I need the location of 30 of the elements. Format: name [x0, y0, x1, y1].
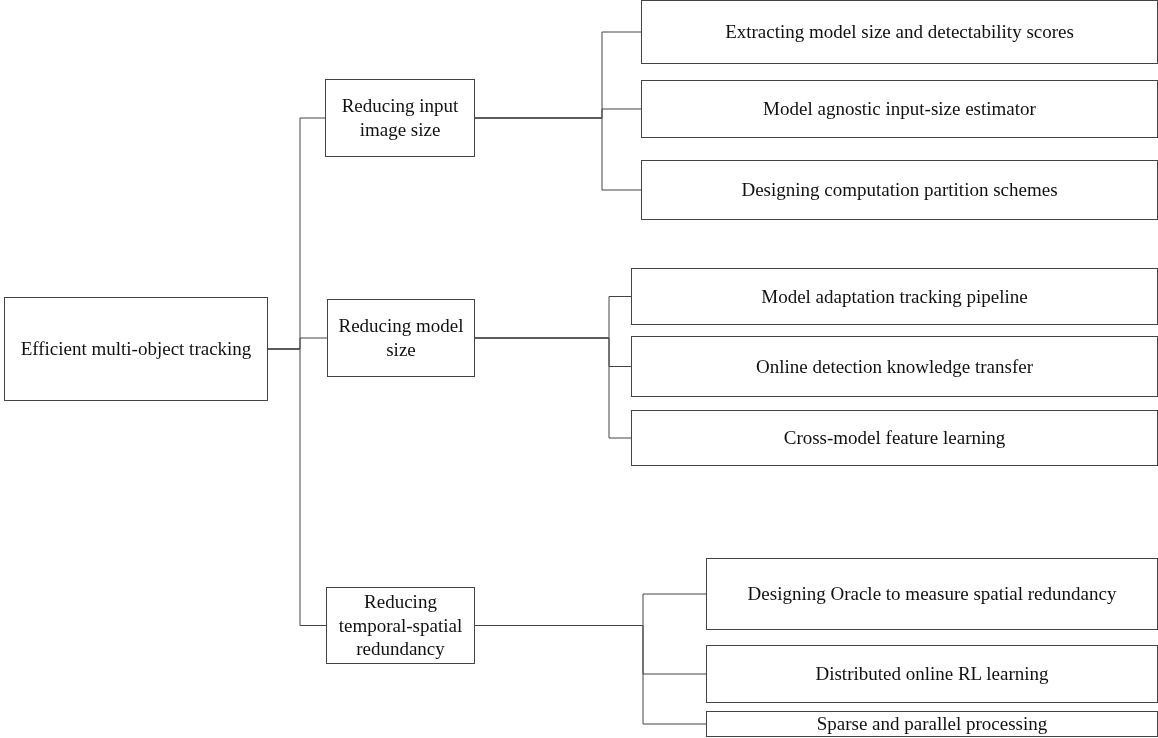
topic-box — [706, 645, 1158, 703]
node-text: Model agnostic input-size estimator — [763, 97, 1036, 121]
topic-box — [631, 336, 1158, 397]
connector-line — [474, 337, 632, 439]
node-text: Cross-model feature learning — [783, 426, 1006, 450]
node-text: Reducing model size — [337, 314, 465, 362]
connector-line — [267, 348, 327, 626]
topic-box — [641, 160, 1158, 220]
topic-box — [326, 587, 475, 664]
topic-box — [706, 711, 1158, 737]
node-text: Efficient multi-object tracking — [20, 337, 252, 361]
node-text: Model adaptation tracking pipeline — [761, 284, 1028, 309]
topic-box — [325, 79, 475, 157]
node-text: Reducing temporal-spatial redundancy — [337, 589, 464, 662]
node-text: Online detection knowledge transfer — [756, 354, 1033, 379]
topic-box — [631, 268, 1158, 325]
connector-line — [474, 625, 707, 725]
node-text: Sparse and parallel processing — [816, 712, 1048, 736]
topic-box — [706, 558, 1158, 630]
topic-box — [641, 80, 1158, 138]
root-box — [4, 297, 268, 401]
node-text: Designing computation partition schemes — [741, 178, 1058, 202]
connector-line — [474, 117, 642, 191]
topic-box — [631, 410, 1158, 466]
node-text: Distributed online RL learning — [815, 662, 1049, 686]
topic-box — [641, 0, 1158, 64]
node-text: Extracting model size and detectability scores — [725, 20, 1074, 44]
topic-box — [327, 299, 475, 377]
node-text: Reducing input image size — [340, 94, 460, 142]
node-text: Designing Oracle to measure spatial redundancy — [747, 582, 1117, 606]
